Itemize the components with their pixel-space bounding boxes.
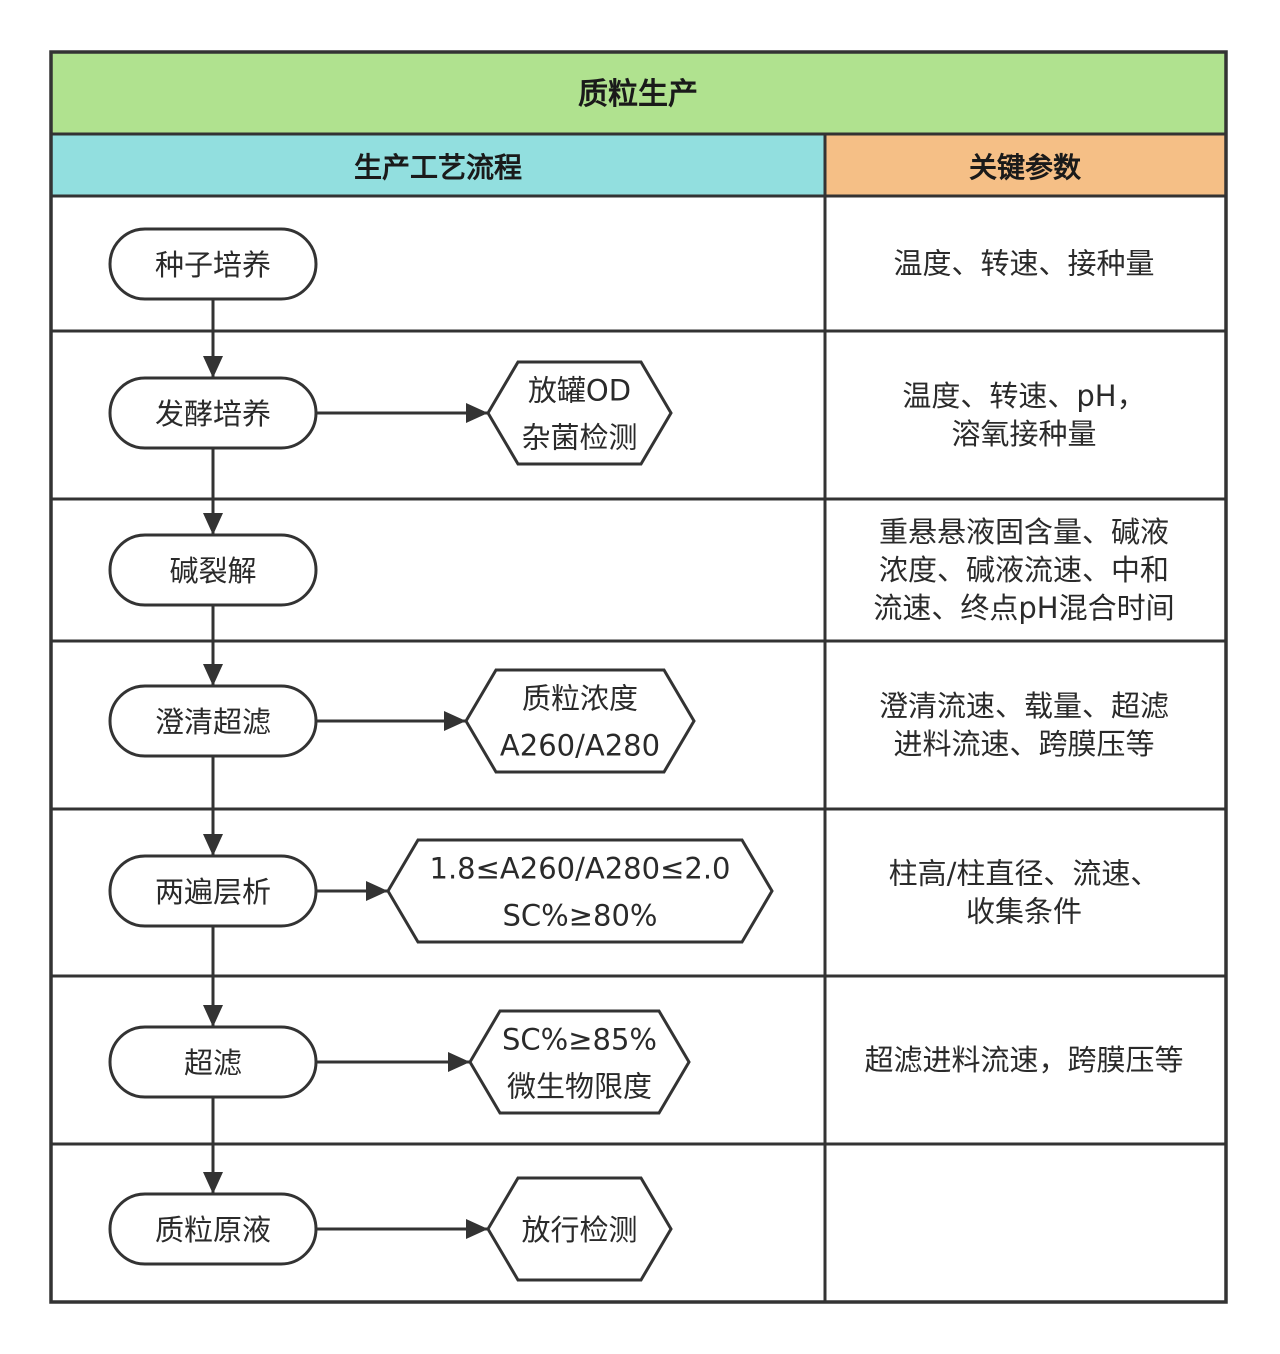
process-step-node	[108, 376, 318, 450]
table-title: 质粒生产	[578, 77, 698, 112]
process-step-label: 超滤	[184, 1046, 242, 1080]
process-step-label: 发酵培养	[155, 397, 271, 431]
params-cell	[823, 1142, 1228, 1304]
flow-connectors	[203, 299, 488, 1239]
process-step-label: 碱裂解	[169, 554, 256, 588]
process-column-label: 生产工艺流程	[354, 151, 522, 184]
process-step-node	[108, 1192, 318, 1266]
process-step-label: 种子培养	[155, 248, 271, 282]
params-cell	[823, 329, 1228, 501]
param-text: 流速、终点pH混合时间	[873, 591, 1174, 625]
inspection-label: SC%≥85%	[502, 1023, 657, 1057]
inspection-label: 质粒浓度	[522, 682, 638, 716]
process-step-node	[108, 684, 318, 758]
inspection-label: 杂菌检测	[521, 421, 637, 455]
process-step-node	[108, 227, 318, 301]
inspection-label: 放行检测	[521, 1213, 637, 1247]
process-step-node	[108, 854, 318, 928]
table-frame	[49, 50, 1228, 1304]
param-text: 溶氧接种量	[951, 417, 1096, 451]
process-step-label: 澄清超滤	[155, 705, 271, 739]
process-step-label: 两遍层析	[155, 875, 271, 909]
param-text: 重悬悬液固含量、碱液	[879, 515, 1169, 549]
inspection-label: A260/A280	[500, 729, 660, 763]
inspection-label: 1.8≤A260/A280≤2.0	[430, 852, 731, 886]
inspection-label: SC%≥80%	[503, 899, 658, 933]
process-step-node	[108, 1025, 318, 1099]
inspection-node	[486, 360, 673, 466]
params-column-label: 关键参数	[969, 151, 1082, 184]
params-cell	[823, 807, 1228, 978]
param-text: 柱高/柱直径、流速、	[889, 857, 1160, 891]
param-text: 超滤进料流速，跨膜压等	[864, 1043, 1183, 1077]
inspection-label: 放罐OD	[528, 374, 631, 408]
param-text: 浓度、碱液流速、中和	[879, 553, 1169, 587]
inspection-node	[486, 1176, 673, 1282]
inspection-node	[468, 1009, 691, 1115]
param-text: 温度、转速、pH，	[902, 379, 1145, 413]
inspection-node	[464, 668, 696, 774]
params-cell	[823, 639, 1228, 811]
inspection-label: 微生物限度	[507, 1070, 652, 1104]
process-column-header	[49, 132, 827, 198]
process-step-node	[108, 533, 318, 607]
param-text: 澄清流速、载量、超滤	[879, 689, 1169, 723]
process-step-label: 质粒原液	[155, 1213, 271, 1247]
param-text: 收集条件	[966, 895, 1082, 929]
inspection-node	[386, 838, 774, 944]
title-bar	[49, 50, 1228, 136]
param-text: 进料流速、跨膜压等	[893, 727, 1154, 761]
params-cell	[823, 497, 1228, 643]
param-text: 温度、转速、接种量	[893, 247, 1154, 281]
